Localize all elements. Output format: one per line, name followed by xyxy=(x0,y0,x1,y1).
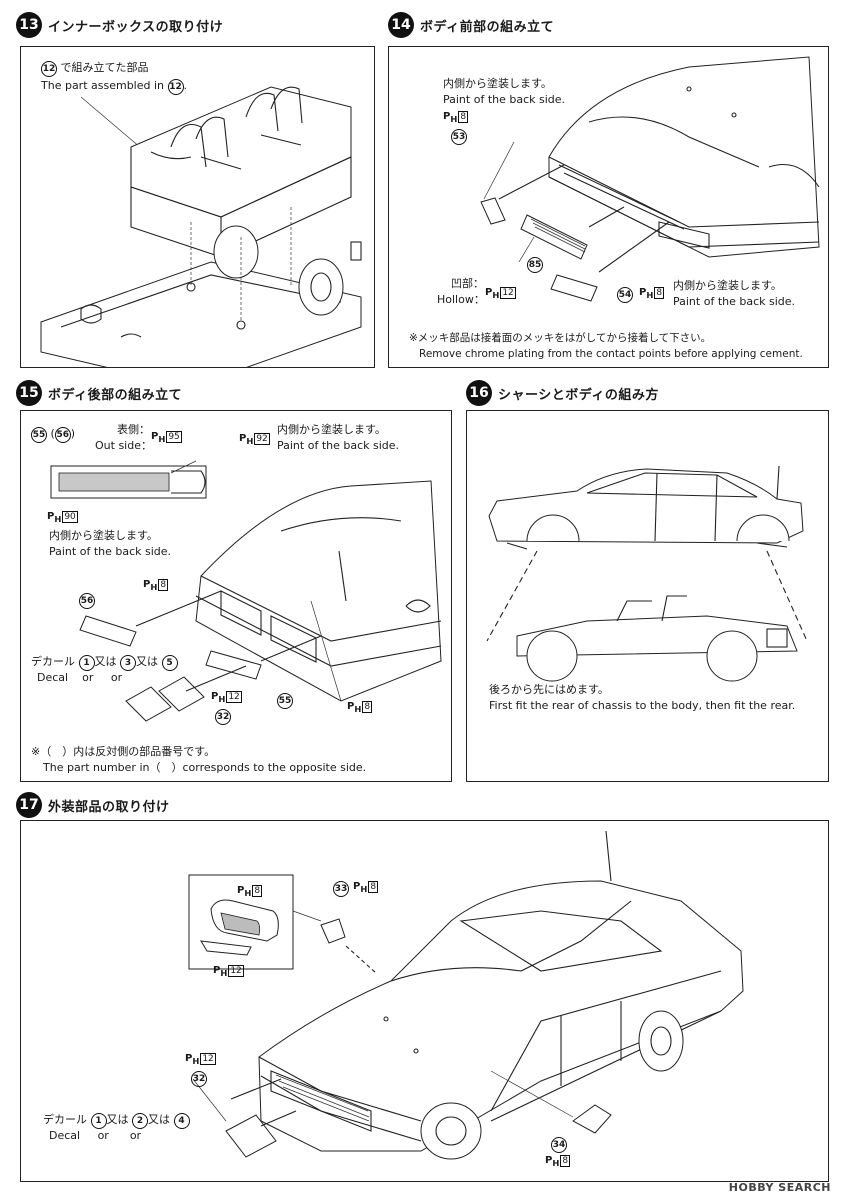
part-56-callout: 56 xyxy=(79,593,95,609)
step-15-title: ボディ後部の組み立て xyxy=(48,387,183,403)
step-14-chrome-jp: ※メッキ部品は接着面のメッキをはがしてから接着して下さい。 xyxy=(409,332,712,344)
watermark: HOBBY SEARCH xyxy=(728,1181,831,1194)
decal-5-badge: 5 xyxy=(161,655,178,671)
step-14-hollow-jp: 凹部： xyxy=(451,277,484,290)
decal-2-badge: 2 xyxy=(132,1113,148,1129)
part-32-badge: 32 xyxy=(215,709,231,725)
step-13-header: 13 インナーボックスの取り付け xyxy=(16,12,223,38)
step-13-ref-en: The part assembled in 12. xyxy=(41,79,187,95)
step-15-header: 15 ボディ後部の組み立て xyxy=(16,380,182,406)
step-16-jp: 後ろから先にはめます。 xyxy=(489,683,609,696)
step-15-note-en: The part number in（ ）corresponds to the … xyxy=(43,761,367,774)
part-85-badge: 85 xyxy=(527,257,543,273)
decal-1-badge-17: 1 xyxy=(90,1113,107,1129)
step-15-number: 15 xyxy=(16,380,42,406)
step-13-panel: 12 で組み立てた部品 The part assembled in 12. xyxy=(20,46,375,368)
step-16-panel: 後ろから先にはめます。 First fit the rear of chassi… xyxy=(466,410,829,782)
step-13-title: インナーボックスの取り付け xyxy=(48,19,224,35)
step-15-inner-jp: 内側から塗装します。 xyxy=(49,529,158,542)
step-16-en: First fit the rear of chassis to the bod… xyxy=(489,699,796,712)
step-17-header: 17 外装部品の取り付け xyxy=(16,792,170,818)
part-53-badge: 53 xyxy=(451,129,467,145)
step-14-note1-jp: 内側から塗装します。 xyxy=(443,77,552,90)
step-14-header: 14 ボディ前部の組み立て xyxy=(388,12,554,38)
part-33-badge: 33 xyxy=(333,881,349,897)
part-56-badge: 56 xyxy=(54,427,71,443)
step-17-number: 17 xyxy=(16,792,42,818)
step-16-number: 16 xyxy=(466,380,492,406)
inner-box-diagram xyxy=(40,86,362,367)
step-14-number: 14 xyxy=(388,12,414,38)
step-15-note-jp: ※（ ）内は反対側の部品番号です。 xyxy=(31,745,216,758)
decal-1-badge: 1 xyxy=(78,655,95,671)
step-14-note1-en: Paint of the back side. xyxy=(443,93,566,106)
step-15-out-jp: 表側： xyxy=(117,423,150,436)
part-34-badge: 34 xyxy=(551,1137,567,1153)
part-12-badge: 12 xyxy=(41,61,57,77)
rear-body-diagram xyxy=(50,460,442,722)
step-17-title: 外装部品の取り付け xyxy=(48,799,170,815)
step-14-chrome-en: Remove chrome plating from the contact p… xyxy=(419,348,803,360)
step-17-decal-en: Decal or or xyxy=(49,1129,142,1142)
step-14-note2-en: Paint of the back side. xyxy=(673,295,796,308)
step-15-back-jp: 内側から塗装します。 xyxy=(277,423,386,436)
step-14-hollow-en: Hollow： xyxy=(437,293,485,306)
step-13-number: 13 xyxy=(16,12,42,38)
exterior-parts-diagram xyxy=(188,830,744,1160)
part-55-badge: 55 xyxy=(31,427,47,443)
decal-4-badge: 4 xyxy=(173,1113,190,1129)
part-32-badge-17: 32 xyxy=(191,1071,207,1087)
step-14-title: ボディ前部の組み立て xyxy=(420,19,555,35)
step-13-ref-jp: 12 で組み立てた部品 xyxy=(41,61,149,77)
step-14-note2-jp: 内側から塗装します。 xyxy=(673,279,782,292)
part-12-badge-en: 12 xyxy=(167,79,184,95)
chassis-body-diagram xyxy=(486,465,808,682)
step-15-out-en: Out side： xyxy=(95,439,152,452)
step-16-header: 16 シャーシとボディの組み方 xyxy=(466,380,659,406)
part-54-badge: 54 xyxy=(617,287,633,303)
front-body-diagram xyxy=(480,56,820,302)
part-55-callout: 55 xyxy=(277,693,293,709)
step-16-title: シャーシとボディの組み方 xyxy=(498,387,659,403)
step-15-parts-label: 55 (56) xyxy=(31,427,75,443)
step-15-decal-en: Decal or or xyxy=(37,671,123,684)
decal-3-badge: 3 xyxy=(120,655,136,671)
step-15-back-en: Paint of the back side. xyxy=(277,439,400,452)
step-15-inner-en: Paint of the back side. xyxy=(49,545,172,558)
